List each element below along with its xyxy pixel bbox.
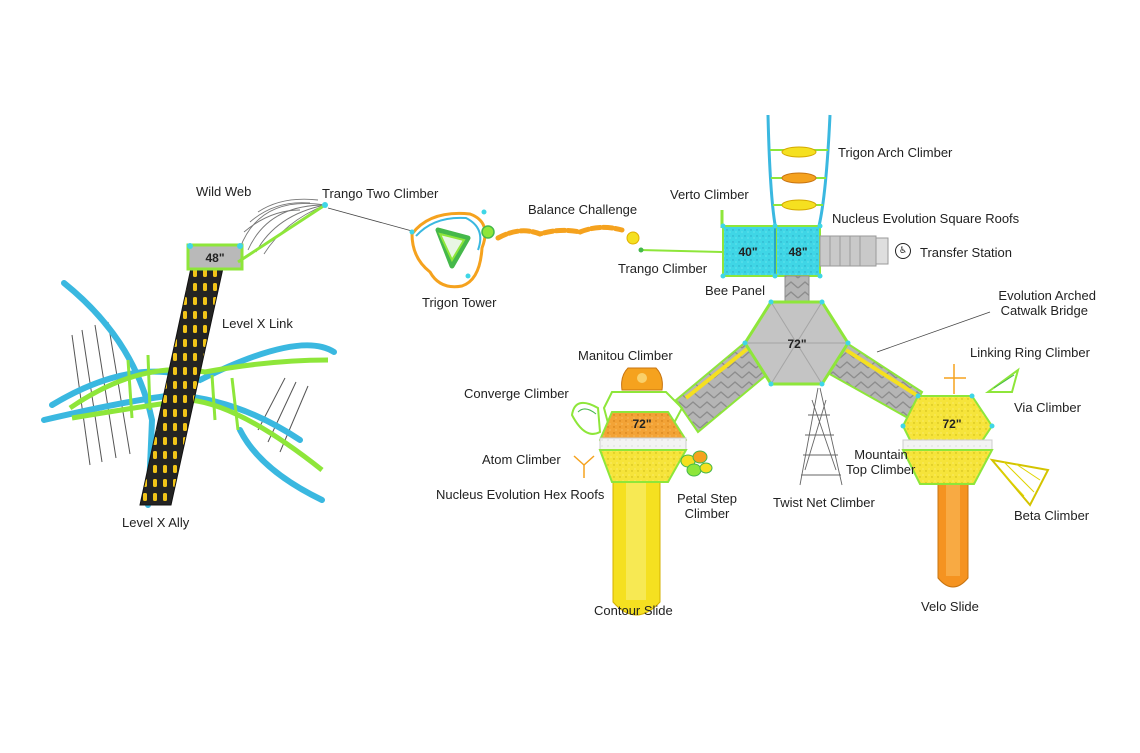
trigon-tower: [409, 209, 495, 289]
transfer-station-platform: [819, 235, 877, 267]
wild-web-net: [239, 198, 326, 255]
label-nucleus-square-roofs: Nucleus Evolution Square Roofs: [832, 211, 1020, 226]
level-x-ally-beam: [139, 267, 224, 506]
left-hex-roof-bottom: [598, 449, 688, 483]
linking-ring-climber-shape: [944, 364, 966, 394]
label-nucleus-hex-roofs: Nucleus Evolution Hex Roofs: [436, 487, 605, 502]
trango-two-leader: [327, 207, 413, 232]
level-x-frame-bottom: [71, 397, 324, 472]
right-hex-roof-bottom: [901, 449, 994, 485]
square-tower: 40" 48": [720, 114, 889, 303]
label-trango-climber: Trango Climber: [618, 261, 708, 276]
trango-climber-rail: [639, 249, 723, 253]
label-wild-web: Wild Web: [196, 184, 252, 199]
label-level-x-link: Level X Link: [222, 316, 293, 331]
label-trango-two-climber: Trango Two Climber: [322, 186, 439, 201]
label-petal-step-line2: Climber: [684, 506, 730, 521]
left-hex-tower: 72": [570, 367, 713, 616]
balance-challenge-stepper: [626, 231, 640, 245]
left-hex-height: 72": [632, 417, 651, 431]
trango-climber-anchor: [638, 247, 644, 253]
label-via-climber: Via Climber: [1014, 400, 1081, 415]
label-twist-net-climber: Twist Net Climber: [773, 495, 875, 510]
level-x-deck-height: 48": [205, 251, 224, 265]
level-x-deck: [186, 243, 244, 271]
label-mountain-top-line1: Mountain: [854, 447, 908, 462]
label-balance-challenge: Balance Challenge: [528, 202, 638, 217]
level-x-post: [237, 243, 243, 249]
level-x-arch-top: [49, 342, 337, 408]
converge-climber-shape: [570, 401, 602, 435]
square-to-hex-ramp: [784, 275, 810, 303]
right-hex-height: 72": [942, 417, 961, 431]
label-converge-climber: Converge Climber: [464, 386, 569, 401]
level-x-frame-top: [68, 357, 329, 411]
square-deck-left-height: 40": [738, 245, 757, 259]
trango-two-anchor: [322, 202, 328, 208]
label-petal-step-line1: Petal Step: [677, 491, 737, 506]
label-level-x-ally: Level X Ally: [122, 515, 190, 530]
label-trigon-arch-climber: Trigon Arch Climber: [838, 145, 953, 160]
label-bee-panel: Bee Panel: [705, 283, 765, 298]
level-x-frame-braces: [126, 354, 240, 431]
catwalk-bridges: [674, 338, 924, 434]
label-beta-climber: Beta Climber: [1014, 508, 1090, 523]
trango-two-climber-rail: [237, 203, 326, 264]
label-linking-ring-climber: Linking Ring Climber: [970, 345, 1090, 360]
center-hex-tower: 72": [742, 299, 851, 387]
twist-net-climber: [799, 387, 843, 486]
label-evolution-bridge-line1: Evolution Arched: [998, 288, 1096, 303]
label-trigon-tower: Trigon Tower: [422, 295, 497, 310]
transfer-station-icon: ♿: [895, 243, 911, 259]
via-climber-shape: [984, 367, 1020, 393]
level-x-post: [187, 243, 193, 249]
label-transfer-station: Transfer Station: [920, 245, 1013, 260]
beta-climber-holds: [999, 461, 1041, 497]
label-velo-slide: Velo Slide: [921, 599, 979, 614]
center-hex-height: 72": [787, 337, 806, 351]
label-atom-climber: Atom Climber: [482, 452, 561, 467]
label-contour-slide: Contour Slide: [594, 603, 673, 618]
petal-step-climber-shape: [680, 450, 713, 477]
label-evolution-bridge-line2: Catwalk Bridge: [1000, 303, 1088, 318]
atom-climber-shape: [573, 455, 595, 478]
label-manitou-climber: Manitou Climber: [578, 348, 673, 363]
right-hex-tower: 72": [900, 364, 1050, 588]
level-x-structure: 48": [41, 198, 337, 508]
level-x-arch-right: [237, 427, 325, 503]
bridge-leader: [876, 311, 991, 353]
square-deck-right-height: 48": [788, 245, 807, 259]
label-mountain-top-line2: Top Climber: [846, 462, 916, 477]
label-verto-climber: Verto Climber: [670, 187, 749, 202]
balance-challenge-logs: [495, 224, 625, 241]
